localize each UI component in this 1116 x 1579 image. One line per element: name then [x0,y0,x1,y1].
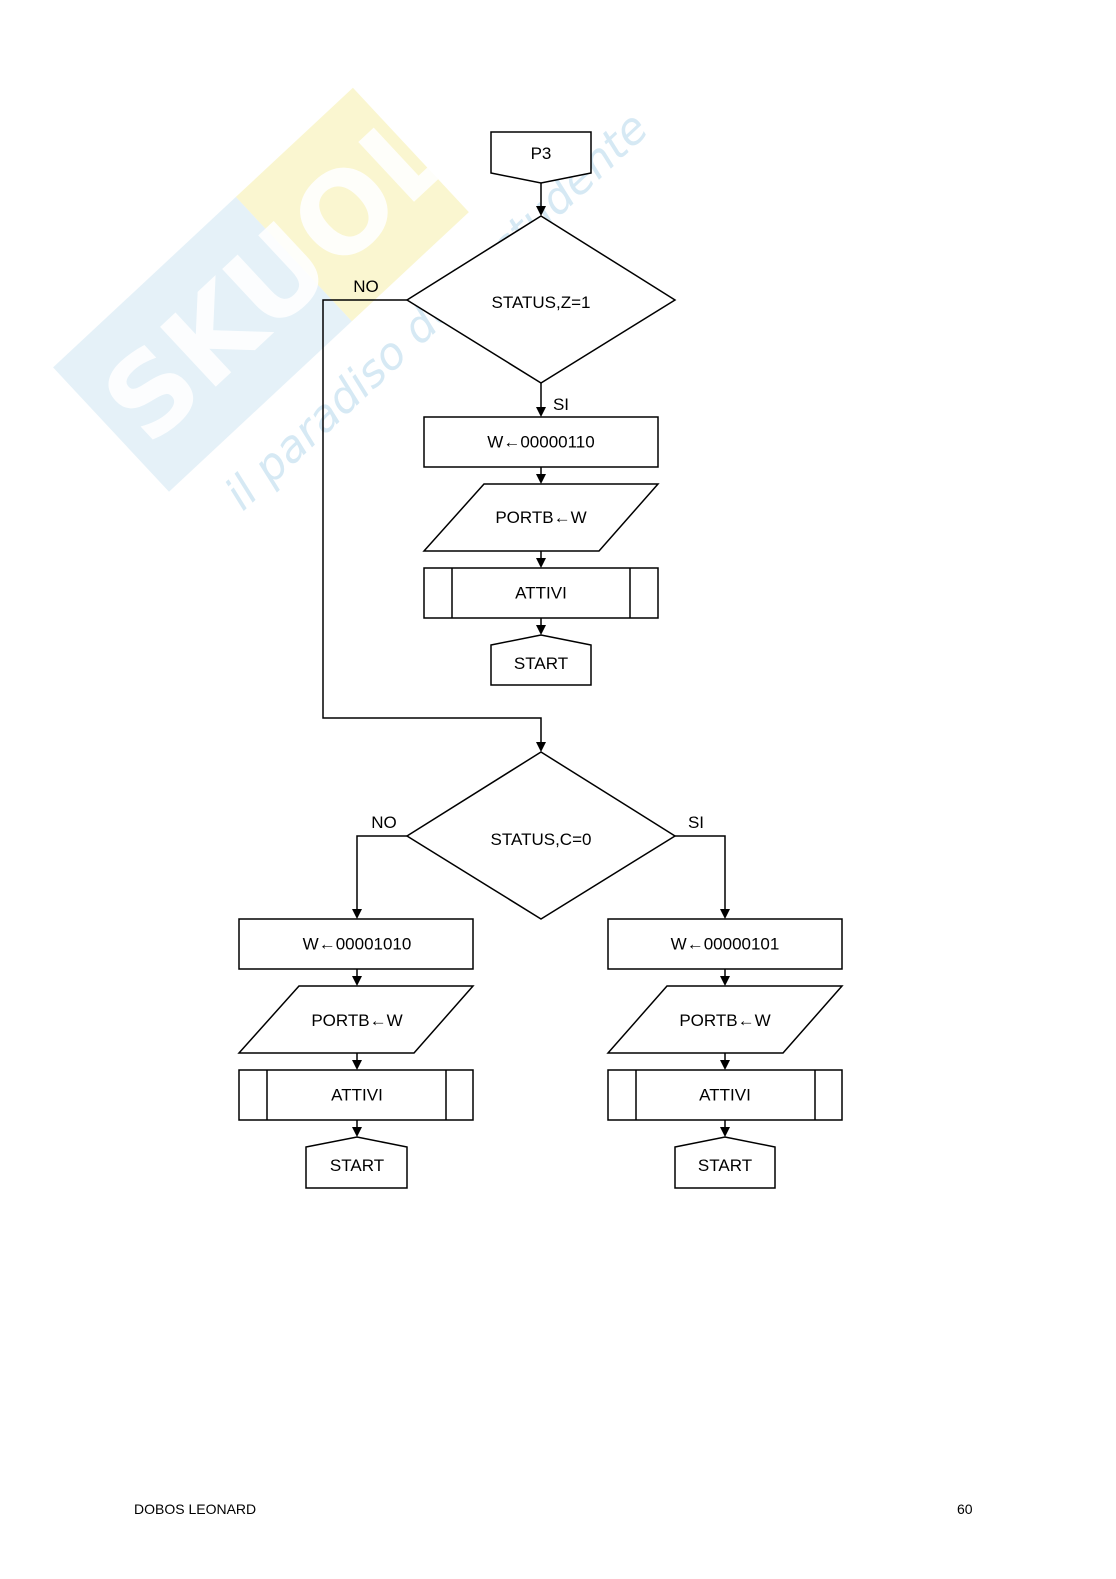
c-yes-goto-connector [674,1136,776,1189]
z-assign-box [423,416,659,468]
footer-author: DOBOS LEONARD [134,1501,257,1517]
decision-z-yes-label: SI [553,395,569,414]
arrow-head [536,558,546,568]
arrow-head [536,742,546,752]
decision-c-label: STATUS,C=0 [491,830,592,849]
start-label: P3 [531,144,552,163]
c-no-output-label: PORTB←W [311,1011,402,1030]
decision-z-no-label: NO [353,277,379,296]
arrow-head [352,909,362,919]
c-yes-output-parallelogram [606,985,844,1054]
c-no-assign-box [238,918,474,970]
arrow-head [536,474,546,484]
decision-c-no-line [356,835,407,911]
footer-page-number: 60 [957,1501,973,1517]
c-no-goto-connector [305,1136,408,1189]
decision-c-yes-label: SI [688,813,704,832]
arrow-head [536,206,546,216]
z-output-parallelogram [422,483,660,552]
arrow-head [720,909,730,919]
arrow-head [536,625,546,635]
z-subroutine-label: ATTIVI [515,583,567,602]
c-no-goto-label: START [330,1156,384,1175]
c-yes-goto-label: START [698,1156,752,1175]
arrow-head [720,1060,730,1070]
z-goto-label: START [514,654,568,673]
z-output-label: PORTB←W [495,508,586,527]
z-subroutine-box [423,567,659,619]
arrow-head [720,1127,730,1137]
z-goto-connector [490,634,592,686]
decision-z-label: STATUS,Z=1 [491,293,590,312]
decision-c-no-label: NO [371,813,397,832]
c-no-subroutine-box [238,1069,474,1121]
decision-c-yes-line [675,835,726,911]
c-yes-assign-label: W←00000101 [671,934,780,953]
decision-z-no-line [322,299,542,744]
c-no-assign-label: W←00001010 [303,934,412,953]
arrow-head [352,976,362,986]
z-assign-label: W←00000110 [487,432,594,451]
decision-c [405,751,677,920]
arrow-head [352,1060,362,1070]
watermark-yellow-block [235,87,469,322]
c-yes-assign-box [607,918,843,970]
c-yes-output-label: PORTB←W [679,1011,770,1030]
start-connector [490,131,592,184]
c-yes-subroutine-box [607,1069,843,1121]
watermark-blue-block [53,196,352,492]
arrow-head [536,407,546,417]
arrow-head [352,1127,362,1137]
c-no-output-parallelogram [237,985,475,1054]
arrow-head [720,976,730,986]
c-yes-subroutine-label: ATTIVI [699,1085,751,1104]
c-no-subroutine-label: ATTIVI [331,1085,383,1104]
